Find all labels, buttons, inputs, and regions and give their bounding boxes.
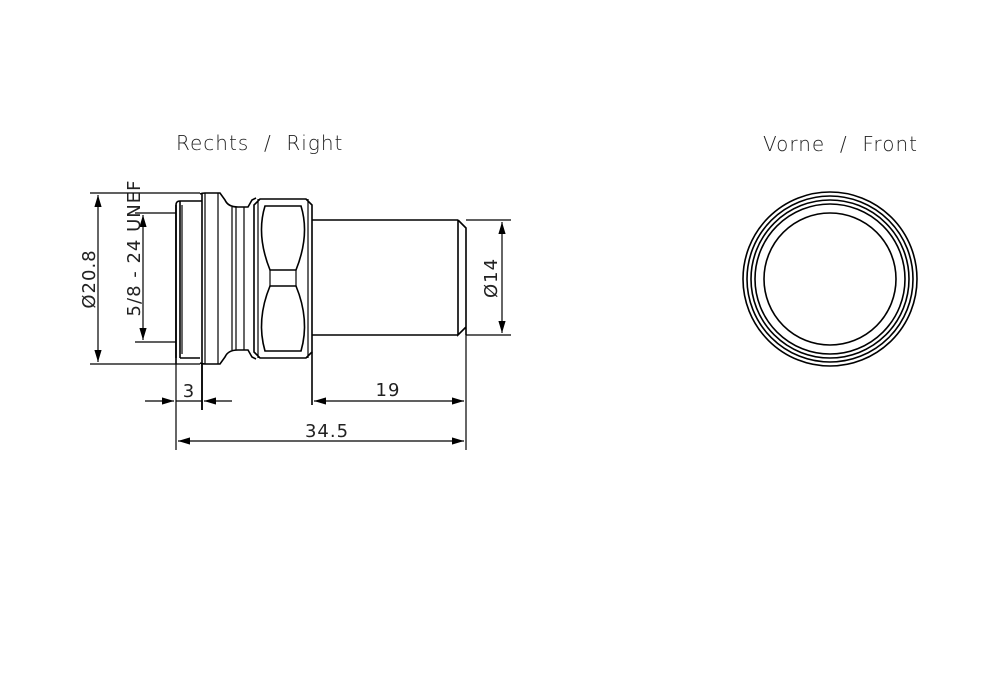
dim-flange-width: 3 [183,381,195,402]
hex-nut [253,198,313,359]
right-view-title: Rechts / Right [176,131,344,155]
flange-bottom [199,349,257,365]
dim-total-length: 34.5 [305,421,349,442]
dim-outer-diameter: Ø20.8 [79,249,100,308]
dimensions: Ø20.8 5/8 - 24 UNEF Ø14 3 19 34.5 [79,180,511,450]
dim-thread: 5/8 - 24 UNEF [124,180,145,317]
dim-tube-length: 19 [376,380,401,401]
side-view [175,192,467,410]
flange-top [199,192,257,208]
dim-tube-diameter: Ø14 [481,258,502,298]
front-view [742,191,918,367]
front-view-title: Vorne / Front [763,132,918,156]
